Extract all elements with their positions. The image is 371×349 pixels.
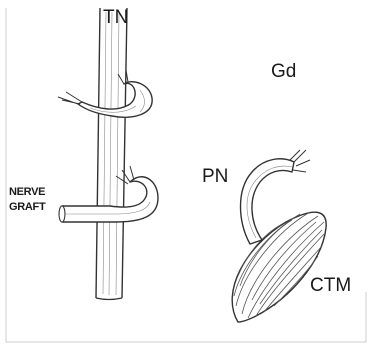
label-gd: Gd — [271, 62, 296, 81]
label-nerve-graft-line1: NERVE — [9, 187, 45, 198]
label-ctm: CTM — [310, 276, 351, 295]
label-tn: TN — [103, 8, 128, 27]
label-pn: PN — [202, 167, 228, 186]
tibial-nerve — [96, 8, 127, 300]
label-nerve-graft-line2: GRAFT — [9, 202, 45, 213]
